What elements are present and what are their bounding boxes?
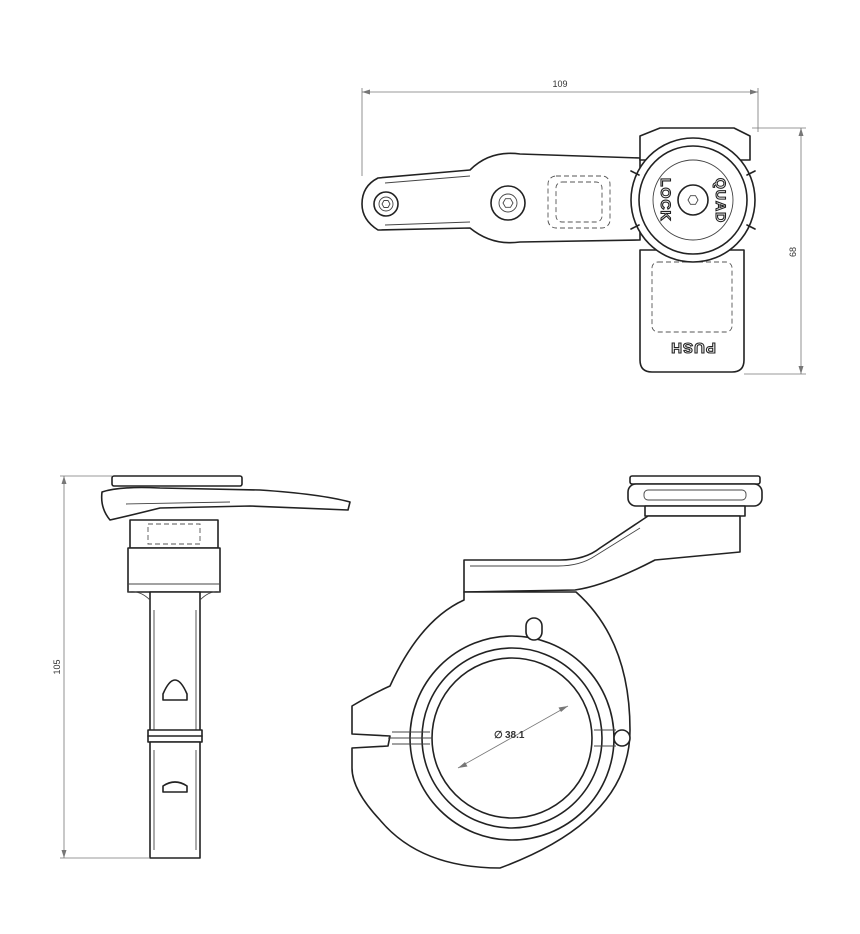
front-view: ∅ 38.1 [351,475,763,869]
brand-quad-label: QUAD [713,178,729,223]
clamp-diameter-symbol: ∅ [494,730,503,741]
dimension-top-width: 109 [361,79,759,176]
dimension-side-height: 105 [52,475,150,859]
clamp-diameter-label: 38.1 [505,730,525,741]
side-view [100,475,351,859]
dimension-side-height-label: 105 [52,659,62,674]
brand-lock-label: LOCK [658,178,674,222]
push-label: PUSH [670,339,716,356]
dimension-top-width-label: 109 [552,79,567,89]
dimension-top-height: 68 [744,127,806,375]
top-view: PUSH LOCK QUAD [361,127,756,373]
dimension-top-height-label: 68 [788,247,798,257]
